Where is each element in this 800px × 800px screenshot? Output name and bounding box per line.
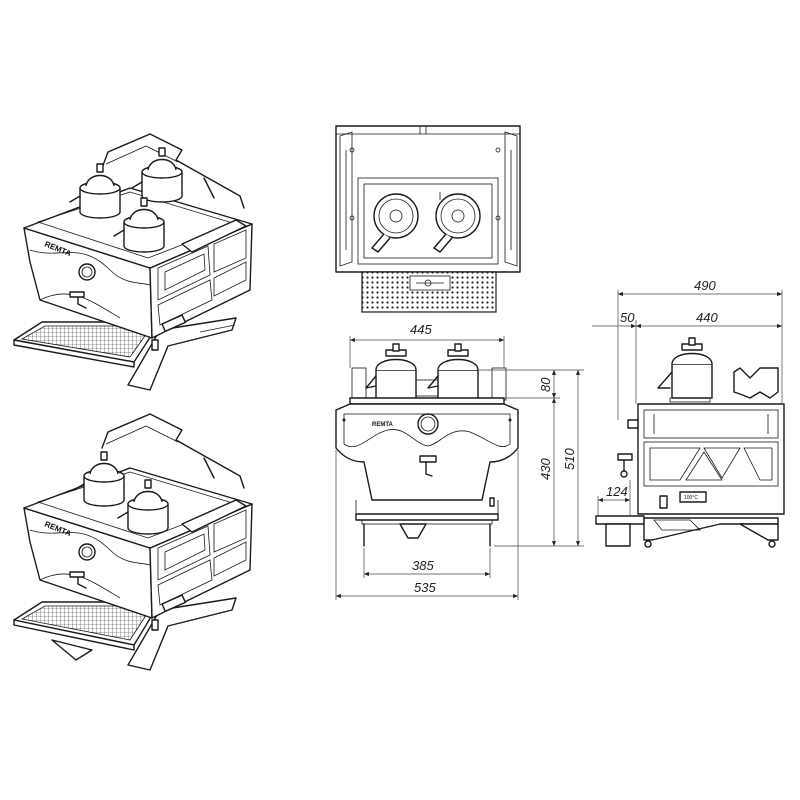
kettle-back-left: [69, 163, 121, 219]
isometric-view-three-kettles: REMTA: [13, 133, 253, 391]
front-dimensions: 445 385 535 80 430 510: [335, 322, 584, 600]
kettle-left-2: [73, 451, 125, 507]
brand-label-front: REMTA: [372, 422, 394, 428]
temperature-label: 100°C: [684, 495, 698, 501]
top-rail-2: [101, 413, 245, 489]
side-view: 100°C: [595, 337, 785, 548]
dim-445: 445: [410, 322, 432, 337]
side-kettle: [657, 337, 713, 399]
isometric-view-two-kettles: REMTA: [13, 413, 253, 671]
dim-80: 80: [538, 377, 553, 392]
front-view: REMTA: [335, 343, 519, 547]
dim-430: 430: [538, 458, 553, 480]
top-rail: [101, 133, 245, 209]
dim-440: 440: [696, 310, 718, 325]
dim-510: 510: [562, 448, 577, 470]
kettle-back-right: [131, 147, 183, 203]
side-dimensions: 490 50 440 124: [592, 278, 783, 516]
dim-385: 385: [412, 558, 434, 573]
kettle-front: [113, 197, 165, 253]
top-view: [335, 125, 521, 313]
dim-50: 50: [620, 310, 635, 325]
front-kettle-right: [427, 343, 479, 401]
top-kettle-left: [371, 193, 419, 253]
drip-tray-2: [13, 601, 161, 651]
dim-535: 535: [414, 580, 436, 595]
front-kettle-left: [365, 343, 417, 401]
top-kettle-right: [433, 193, 481, 253]
kettle-right-2: [117, 479, 169, 535]
drip-tray: [13, 321, 161, 368]
dim-490: 490: [694, 278, 716, 293]
dim-124: 124: [606, 484, 628, 499]
